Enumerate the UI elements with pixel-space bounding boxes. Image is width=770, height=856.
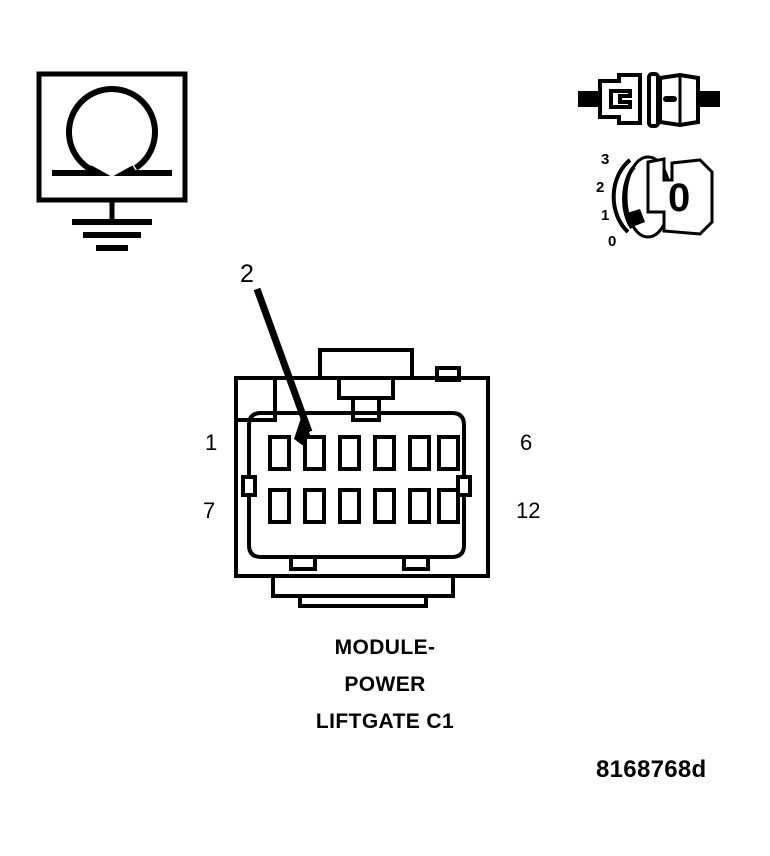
key-position-label-2: 2 [596, 179, 605, 196]
caption-line-2: POWER [344, 673, 426, 696]
pin-label-top-left: 1 [205, 430, 218, 455]
cavity-9 [338, 488, 361, 524]
ohmmeter-icon [36, 71, 188, 251]
cavity-5 [408, 435, 431, 471]
cavity-12 [437, 488, 460, 524]
cavity-4 [373, 435, 396, 471]
callout-number-label: 2 [240, 260, 254, 288]
cavity-11 [408, 488, 431, 524]
ignition-key-icon [611, 155, 714, 239]
figure-id-label: 8168768d [596, 756, 707, 783]
caption-line-1: MODULE- [334, 636, 436, 659]
cavity-1 [268, 435, 291, 471]
cavity-2 [303, 435, 326, 471]
callout-arrow-2 [253, 287, 316, 455]
cavity-10 [373, 488, 396, 524]
pin-label-bottom-right: 12 [516, 498, 541, 523]
pin-label-top-right: 6 [520, 430, 533, 455]
caption-line-3: LIFTGATE C1 [315, 710, 455, 733]
key-position-label-1: 1 [601, 207, 610, 224]
pin-label-bottom-left: 7 [203, 498, 216, 523]
cavity-3 [338, 435, 361, 471]
cavity-6 [437, 435, 460, 471]
key-position-label-0: 0 [608, 233, 617, 250]
cavity-7 [268, 488, 291, 524]
key-face-glyph: 0 [668, 176, 691, 220]
connector-body [234, 348, 490, 608]
key-position-label-3: 3 [601, 151, 610, 168]
disconnect-connector-icon [578, 72, 720, 128]
cavity-8 [303, 488, 326, 524]
